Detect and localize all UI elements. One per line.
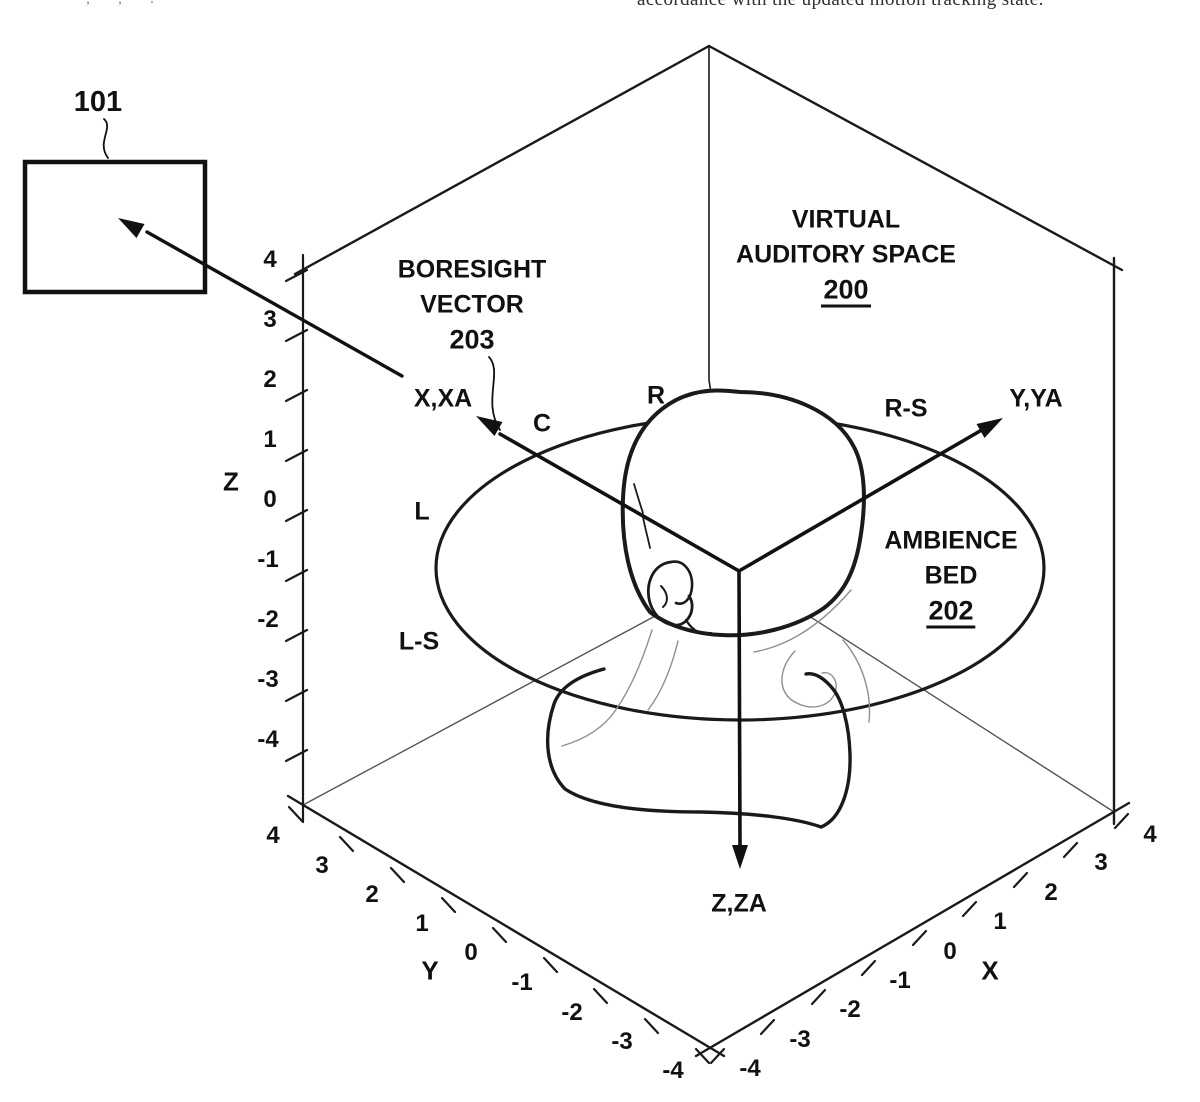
x-axis-line bbox=[696, 803, 1129, 1056]
z-tick-label-4: 4 bbox=[263, 247, 276, 273]
x-tick-label-2: 2 bbox=[1044, 880, 1057, 906]
space-label-line1: VIRTUAL bbox=[736, 203, 956, 238]
y-axis-ticks bbox=[289, 807, 709, 1063]
z-tick-label-3: 3 bbox=[263, 307, 276, 333]
leader-line-101 bbox=[104, 119, 108, 158]
z-axis bbox=[286, 255, 307, 822]
y-axis-arrowhead bbox=[977, 418, 1004, 438]
speaker-label-c: C bbox=[533, 410, 551, 438]
x-tick-label-4: 4 bbox=[1143, 822, 1156, 848]
z-axis-letter: Z bbox=[223, 468, 239, 497]
y-tick-label-n4: -4 bbox=[662, 1058, 683, 1084]
device-ref-label: 101 bbox=[74, 87, 122, 119]
y-tick-label-4: 4 bbox=[266, 823, 279, 849]
speaker-label-l: L bbox=[414, 498, 429, 526]
x-tick-label-3: 3 bbox=[1094, 850, 1107, 876]
z-tick-label-0: 0 bbox=[263, 487, 276, 513]
ambience-label-line1: AMBIENCE bbox=[884, 524, 1017, 559]
neck-line-left bbox=[562, 630, 652, 746]
speaker-label-ls: L-S bbox=[399, 628, 439, 656]
z-tick-label-n1: -1 bbox=[257, 547, 278, 573]
neck-line-left-inner bbox=[648, 641, 678, 710]
boresight-label-line1: BORESIGHT bbox=[398, 253, 547, 288]
z-axis-arrowhead bbox=[732, 845, 748, 869]
y-tick-label-n2: -2 bbox=[561, 1000, 582, 1026]
y-axis bbox=[288, 796, 724, 1063]
y-axis-arrow-label: Y,YA bbox=[1009, 385, 1062, 413]
virtual-auditory-space-label: VIRTUAL AUDITORY SPACE 200 bbox=[736, 203, 956, 308]
x-tick-label-n1: -1 bbox=[889, 968, 910, 994]
speaker-label-r: R bbox=[647, 382, 665, 410]
y-tick-label-3: 3 bbox=[315, 853, 328, 879]
boresight-vector-label: BORESIGHT VECTOR 203 bbox=[398, 253, 547, 358]
ambience-bed-label: AMBIENCE BED 202 bbox=[884, 524, 1017, 629]
ambience-ref: 202 bbox=[926, 598, 975, 629]
z-axis-arrow-label: Z,ZA bbox=[711, 890, 767, 918]
y-axis-line bbox=[288, 796, 724, 1056]
x-axis bbox=[696, 803, 1129, 1063]
cube-edge-top-left bbox=[295, 46, 709, 274]
x-axis-arrow-label: X,XA bbox=[414, 385, 472, 413]
page-text-fragment-left: , , . bbox=[86, 0, 166, 8]
y-tick-label-n1: -1 bbox=[511, 970, 532, 996]
x-tick-label-n3: -3 bbox=[789, 1027, 810, 1053]
listener-head-outline bbox=[623, 390, 864, 635]
ambience-label-line2: BED bbox=[884, 559, 1017, 594]
x-tick-label-0: 0 bbox=[943, 939, 956, 965]
y-tick-label-n3: -3 bbox=[611, 1029, 632, 1055]
z-tick-label-n2: -2 bbox=[257, 607, 278, 633]
z-tick-label-n3: -3 bbox=[257, 667, 278, 693]
z-tick-label-2: 2 bbox=[263, 367, 276, 393]
x-tick-label-n4: -4 bbox=[739, 1056, 760, 1082]
shoulder-curl-right bbox=[782, 651, 836, 707]
arrowheads bbox=[118, 218, 1003, 869]
x-axis-ticks bbox=[711, 814, 1128, 1063]
x-tick-label-n2: -2 bbox=[839, 997, 860, 1023]
x-tick-label-1: 1 bbox=[993, 909, 1006, 935]
z-tick-label-n4: -4 bbox=[257, 727, 278, 753]
y-axis-letter: Y bbox=[421, 957, 438, 986]
z-axis-arrow-shaft bbox=[739, 571, 740, 845]
leader-line-203 bbox=[489, 357, 500, 430]
speaker-label-rs: R-S bbox=[884, 395, 927, 423]
space-label-line2: AUDITORY SPACE bbox=[736, 238, 956, 273]
y-tick-label-2: 2 bbox=[365, 882, 378, 908]
boresight-ref: 203 bbox=[398, 323, 547, 358]
device-box bbox=[25, 162, 205, 292]
boresight-label-line2: VECTOR bbox=[398, 288, 547, 323]
z-tick-label-1: 1 bbox=[263, 427, 276, 453]
page-text-fragment-right: accordance with the updated motion track… bbox=[637, 0, 1044, 11]
y-tick-label-1: 1 bbox=[415, 911, 428, 937]
y-tick-label-0: 0 bbox=[464, 940, 477, 966]
listener-torso-outline bbox=[548, 669, 850, 827]
x-axis-letter: X bbox=[981, 957, 998, 986]
space-ref: 200 bbox=[821, 277, 870, 308]
